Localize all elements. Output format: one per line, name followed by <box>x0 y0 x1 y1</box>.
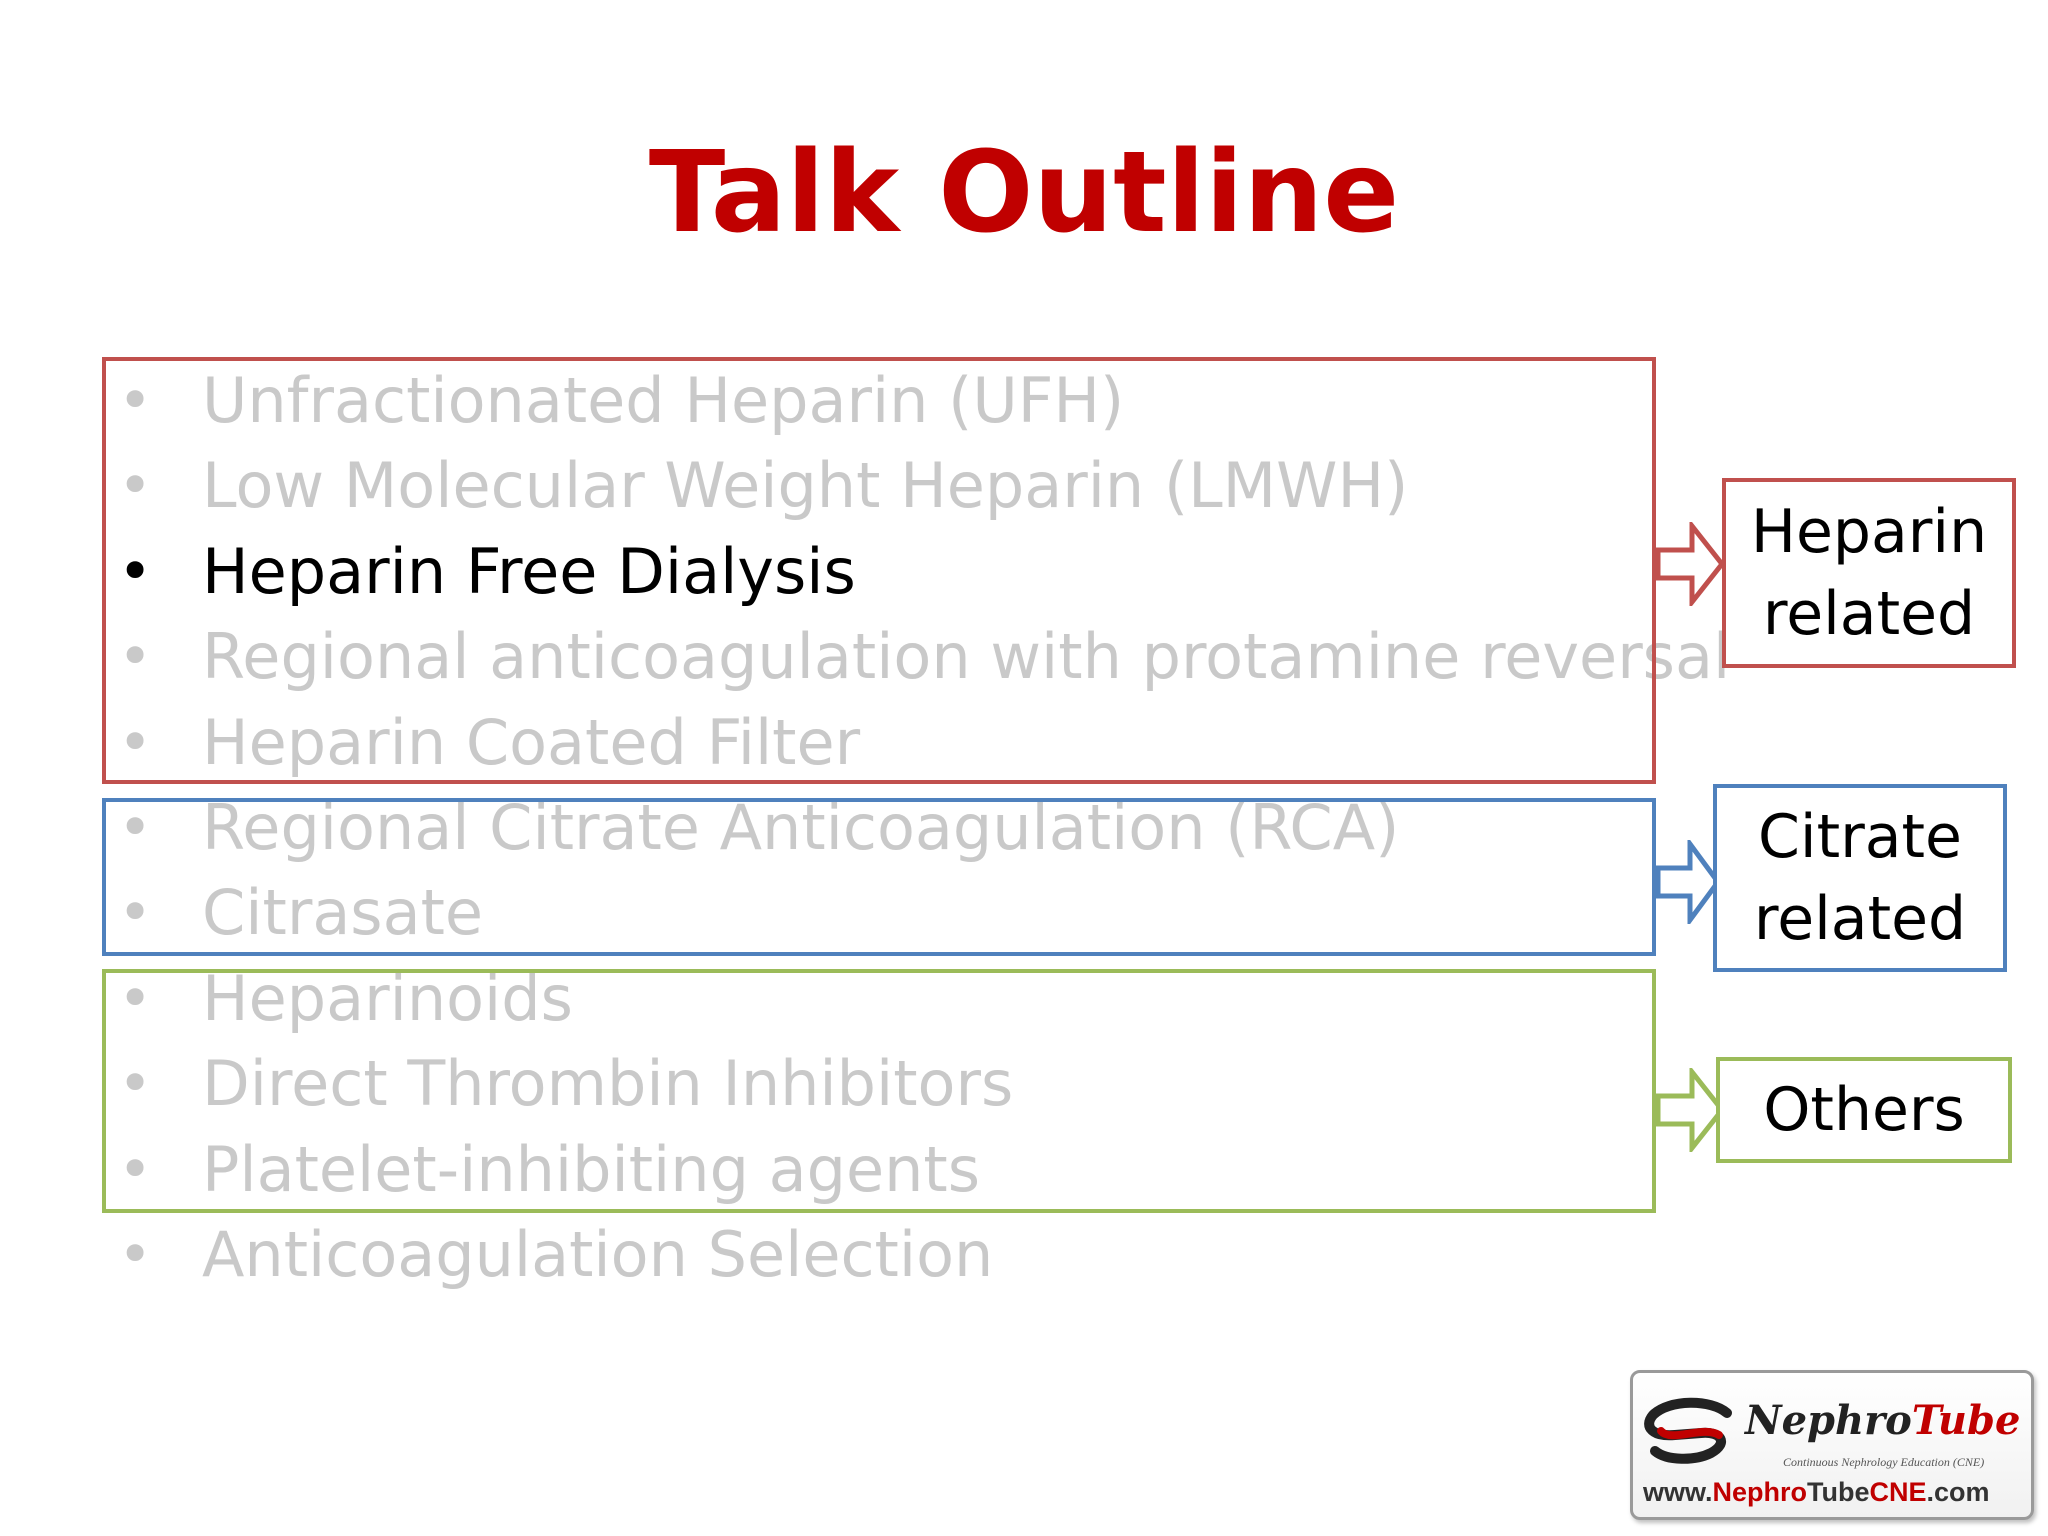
others-arrow-icon <box>1656 1068 1726 1152</box>
outline-item-label: Citrasate <box>202 876 484 950</box>
outline-item: • Low Molecular Weight Heparin (LMWH) <box>118 443 1730 528</box>
outline-item-label: Anticoagulation Selection <box>202 1217 994 1291</box>
logo-tagline: Continuous Nephrology Education (CNE) <box>1783 1455 1985 1469</box>
logo-brand-part1: Nephro <box>1745 1397 1912 1444</box>
heparin-related-label: Heparin related <box>1722 478 2016 668</box>
bullet-icon: • <box>118 707 153 776</box>
bullet-icon: • <box>118 451 153 520</box>
outline-item-label: Platelet-inhibiting agents <box>202 1132 981 1206</box>
bullet-icon: • <box>118 1134 153 1203</box>
swirl-logo-icon <box>1644 1397 1732 1464</box>
outline-item-label: Unfractionated Heparin (UFH) <box>202 364 1125 437</box>
citrate-group-frame <box>102 798 1656 956</box>
others-label: Others <box>1716 1057 2012 1163</box>
outline-item-label: Regional anticoagulation with protamine … <box>202 620 1731 694</box>
url-part: Tube <box>1807 1477 1870 1507</box>
heparin-arrow-icon <box>1656 522 1726 606</box>
outline-item: • Regional anticoagulation with protamine… <box>118 614 1730 699</box>
bullet-icon: • <box>118 792 153 861</box>
outline-item-active: • Heparin Free Dialysis <box>118 529 1730 614</box>
bullet-icon: • <box>118 366 153 434</box>
citrate-related-label: Citrate related <box>1713 784 2007 972</box>
bullet-icon: • <box>118 1219 153 1288</box>
outline-item-label: Heparinoids <box>202 961 573 1035</box>
url-part: .com <box>1926 1477 1990 1507</box>
bullet-icon: • <box>118 622 153 691</box>
citrate-label-line2: related <box>1753 884 1967 954</box>
others-group-frame <box>102 969 1656 1213</box>
others-label-text: Others <box>1763 1075 1965 1145</box>
outline-item: • Direct Thrombin Inhibitors <box>118 1041 1730 1126</box>
bullet-icon: • <box>118 1049 153 1118</box>
citrate-label-line1: Citrate <box>1758 802 1962 872</box>
outline-item-label: Direct Thrombin Inhibitors <box>202 1047 1014 1121</box>
url-part: Nephro <box>1712 1477 1808 1507</box>
citrate-arrow-icon <box>1656 840 1722 924</box>
bullet-icon: • <box>118 963 153 1032</box>
logo-brand-name: NephroTube <box>1745 1397 2020 1444</box>
bullet-icon: • <box>118 878 153 947</box>
outline-item-label: Heparin Free Dialysis <box>202 534 856 608</box>
nephrotube-logo: NephroTube Continuous Nephrology Educati… <box>1630 1370 2034 1520</box>
heparin-group-frame <box>102 357 1656 784</box>
outline-item: • Regional Citrate Anticoagulation (RCA) <box>118 785 1730 870</box>
heparin-label-line1: Heparin <box>1750 497 1988 567</box>
logo-brand-part2: Tube <box>1911 1397 2021 1444</box>
outline-list: • Unfractionated Heparin (UFH) • Low Molec… <box>118 358 1730 1297</box>
outline-item-label: Regional Citrate Anticoagulation (RCA) <box>202 790 1400 864</box>
slide-title: Talk Outline <box>648 128 1400 258</box>
outline-item-label: Heparin Coated Filter <box>202 705 861 779</box>
logo-url: www.NephroTubeCNE.com <box>1643 1477 1990 1508</box>
heparin-label-line2: related <box>1762 579 1976 649</box>
url-part: CNE <box>1869 1477 1927 1507</box>
outline-item-label: Low Molecular Weight Heparin (LMWH) <box>202 449 1409 523</box>
outline-item: • Heparin Coated Filter <box>118 700 1730 785</box>
outline-item: • Platelet-inhibiting agents <box>118 1127 1730 1212</box>
outline-item: • Unfractionated Heparin (UFH) <box>118 358 1730 443</box>
outline-item: • Citrasate <box>118 870 1730 955</box>
outline-item: • Heparinoids <box>118 956 1730 1041</box>
outline-item: • Anticoagulation Selection <box>118 1212 1730 1297</box>
url-part: www. <box>1643 1477 1713 1507</box>
bullet-icon: • <box>118 536 153 605</box>
